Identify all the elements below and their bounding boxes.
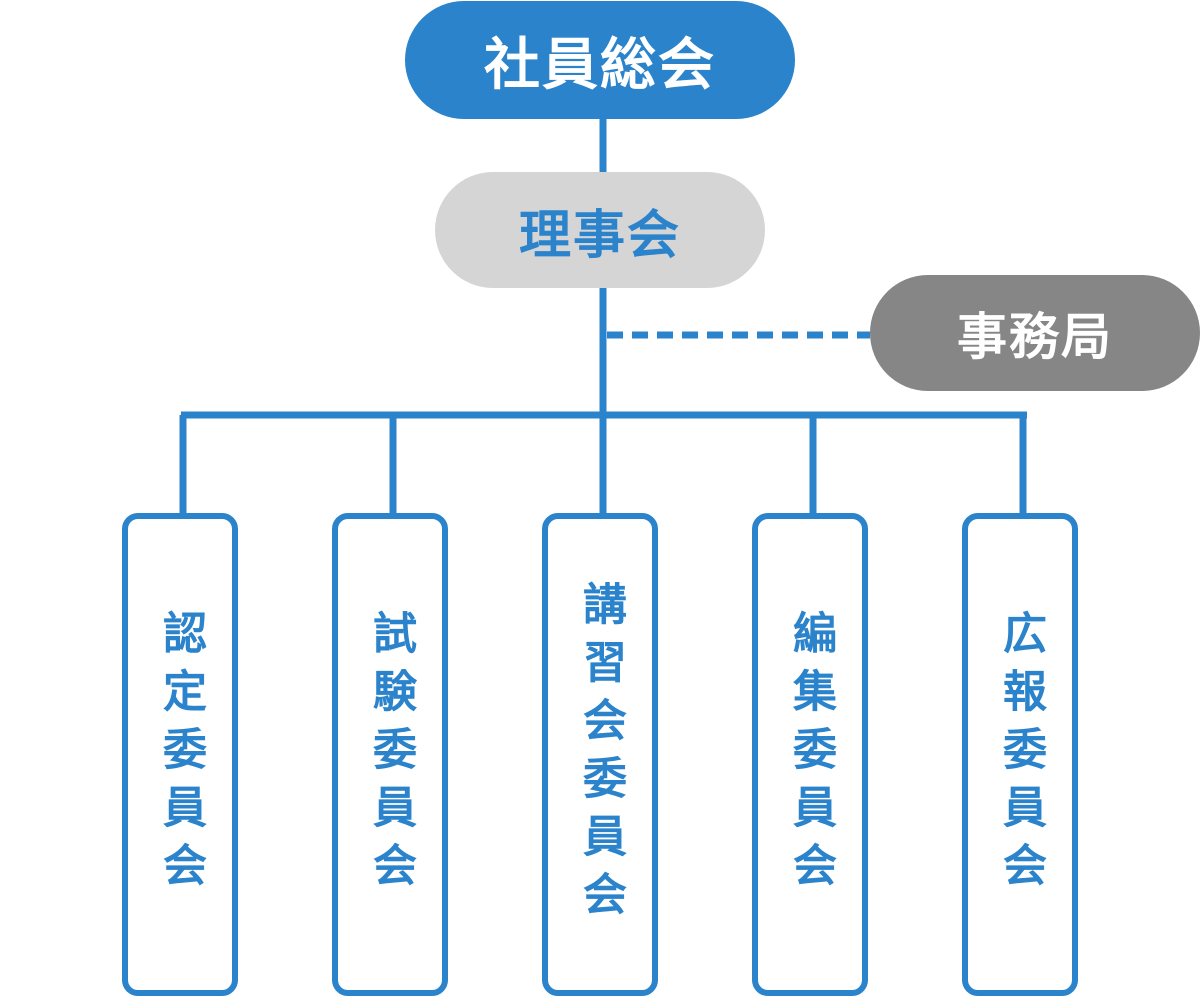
committee-label: 試験委員会 xyxy=(365,609,416,900)
secretariat-node: 事務局 xyxy=(870,275,1200,391)
general-meeting-label: 社員総会 xyxy=(484,32,716,98)
committee-label: 編集委員会 xyxy=(785,609,836,900)
committee-public-relations: 広報委員会 xyxy=(962,513,1078,996)
committee-editorial: 編集委員会 xyxy=(752,513,868,996)
committee-examination: 試験委員会 xyxy=(332,513,448,996)
board-label: 理事会 xyxy=(518,205,681,266)
committee-certification: 認定委員会 xyxy=(122,513,238,996)
general-meeting-node: 社員総会 xyxy=(405,1,795,119)
committee-label: 講習会委員会 xyxy=(575,580,626,929)
committee-label: 認定委員会 xyxy=(155,609,206,900)
board-node: 理事会 xyxy=(435,172,765,288)
committee-training: 講習会委員会 xyxy=(542,513,658,996)
committee-label: 広報委員会 xyxy=(995,609,1046,900)
secretariat-label: 事務局 xyxy=(957,308,1113,366)
